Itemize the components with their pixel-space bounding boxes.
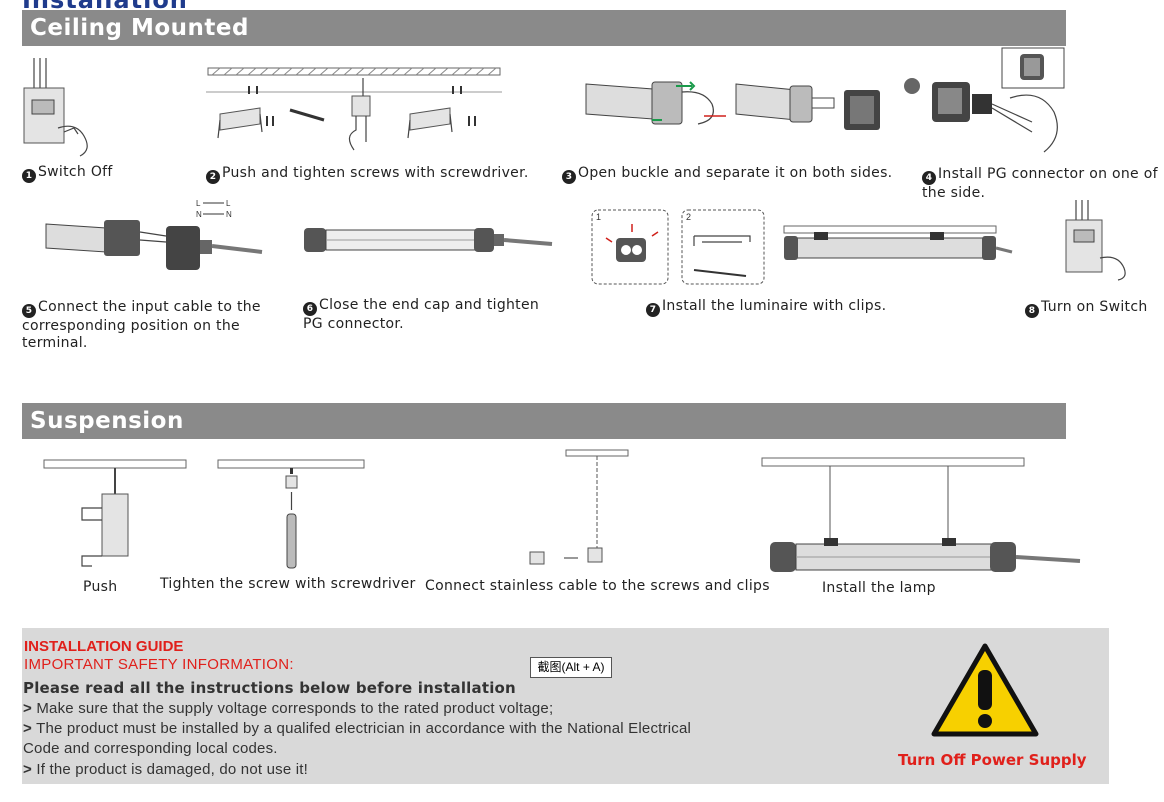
guide-title: INSTALLATION GUIDE <box>24 638 184 655</box>
terminal-label-n1: N <box>196 210 202 219</box>
terminal-connection-illustration: L L N N <box>45 199 263 270</box>
detail-label-1: 1 <box>596 212 601 222</box>
suspension-step-3: Connect stainless cable to the screws an… <box>425 578 770 594</box>
guide-item: > The product must be installed by a qua… <box>23 720 692 757</box>
brackets-screws-illustration <box>206 67 502 151</box>
guide-subtitle: IMPORTANT SAFETY INFORMATION: <box>24 656 294 673</box>
section-header-ceiling: Ceiling Mounted <box>22 10 1066 46</box>
screenshot-button[interactable]: 截图(Alt + A) <box>530 657 612 678</box>
guide-item: > If the product is damaged, do not use … <box>23 761 309 778</box>
suspension-step-1: Push <box>83 579 118 595</box>
detail-label-2: 2 <box>686 212 691 222</box>
suspension-step-2: Tighten the screw with screwdriver <box>160 576 416 592</box>
clips-illustration: 1 2 <box>591 209 1013 285</box>
terminal-label-n2: N <box>226 210 232 219</box>
section-title: Ceiling Mounted <box>30 15 249 41</box>
guide-item: > Make sure that the supply voltage corr… <box>23 700 554 717</box>
suspension-step-4: Install the lamp <box>822 580 936 596</box>
section-header-suspension: Suspension <box>22 403 1066 439</box>
open-buckle-illustration <box>585 81 880 130</box>
installation-guide-panel <box>22 628 1109 784</box>
section-title: Suspension <box>30 408 184 434</box>
stainless-cable-illustration <box>529 449 629 565</box>
screwdriver-illustration <box>217 459 365 569</box>
switch-off-illustration <box>23 58 88 157</box>
push-illustration <box>43 459 187 567</box>
pg-connector-illustration <box>904 47 1065 153</box>
warning-icon <box>931 643 1039 737</box>
install-lamp-illustration <box>761 457 1081 572</box>
terminal-label-l2: L <box>226 199 231 208</box>
guide-lead: Please read all the instructions below b… <box>23 679 516 697</box>
closed-luminaire-illustration <box>304 228 553 252</box>
terminal-label-l1: L <box>196 199 201 208</box>
switch-on-illustration <box>1065 200 1126 281</box>
warning-text: Turn Off Power Supply <box>898 751 1087 769</box>
